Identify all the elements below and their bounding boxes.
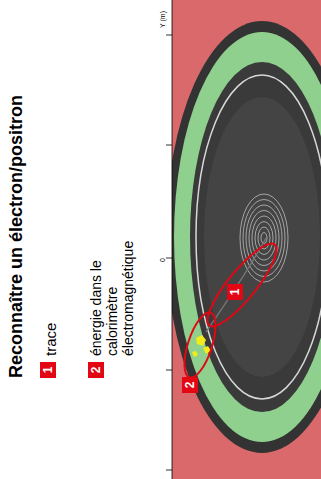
bullet-text: trace	[42, 323, 59, 356]
bullet-text: énergie dans le calorimètre électromagné…	[88, 224, 136, 356]
solenoid-ring	[196, 75, 321, 399]
y-axis	[166, 0, 172, 479]
callout-number: 1	[227, 284, 243, 300]
inner-detector	[190, 62, 321, 412]
slide-title: Reconnaître un électron/positron	[6, 95, 27, 378]
callout-number: 1	[40, 362, 56, 378]
callout-number: 2	[88, 362, 104, 378]
energy-deposit	[192, 335, 211, 357]
outer-ring	[172, 21, 321, 453]
tick-label: 0	[159, 258, 167, 262]
axis-label: Y (m)	[159, 11, 167, 28]
tracker-layer	[252, 216, 276, 260]
deposit-highlight	[178, 309, 222, 381]
callout-number: 2	[182, 377, 198, 393]
em-calorimeter	[174, 32, 321, 442]
tracker-layer	[243, 200, 285, 277]
tracker	[204, 97, 320, 377]
track-highlight	[198, 236, 285, 334]
tracker-layer	[246, 205, 282, 271]
